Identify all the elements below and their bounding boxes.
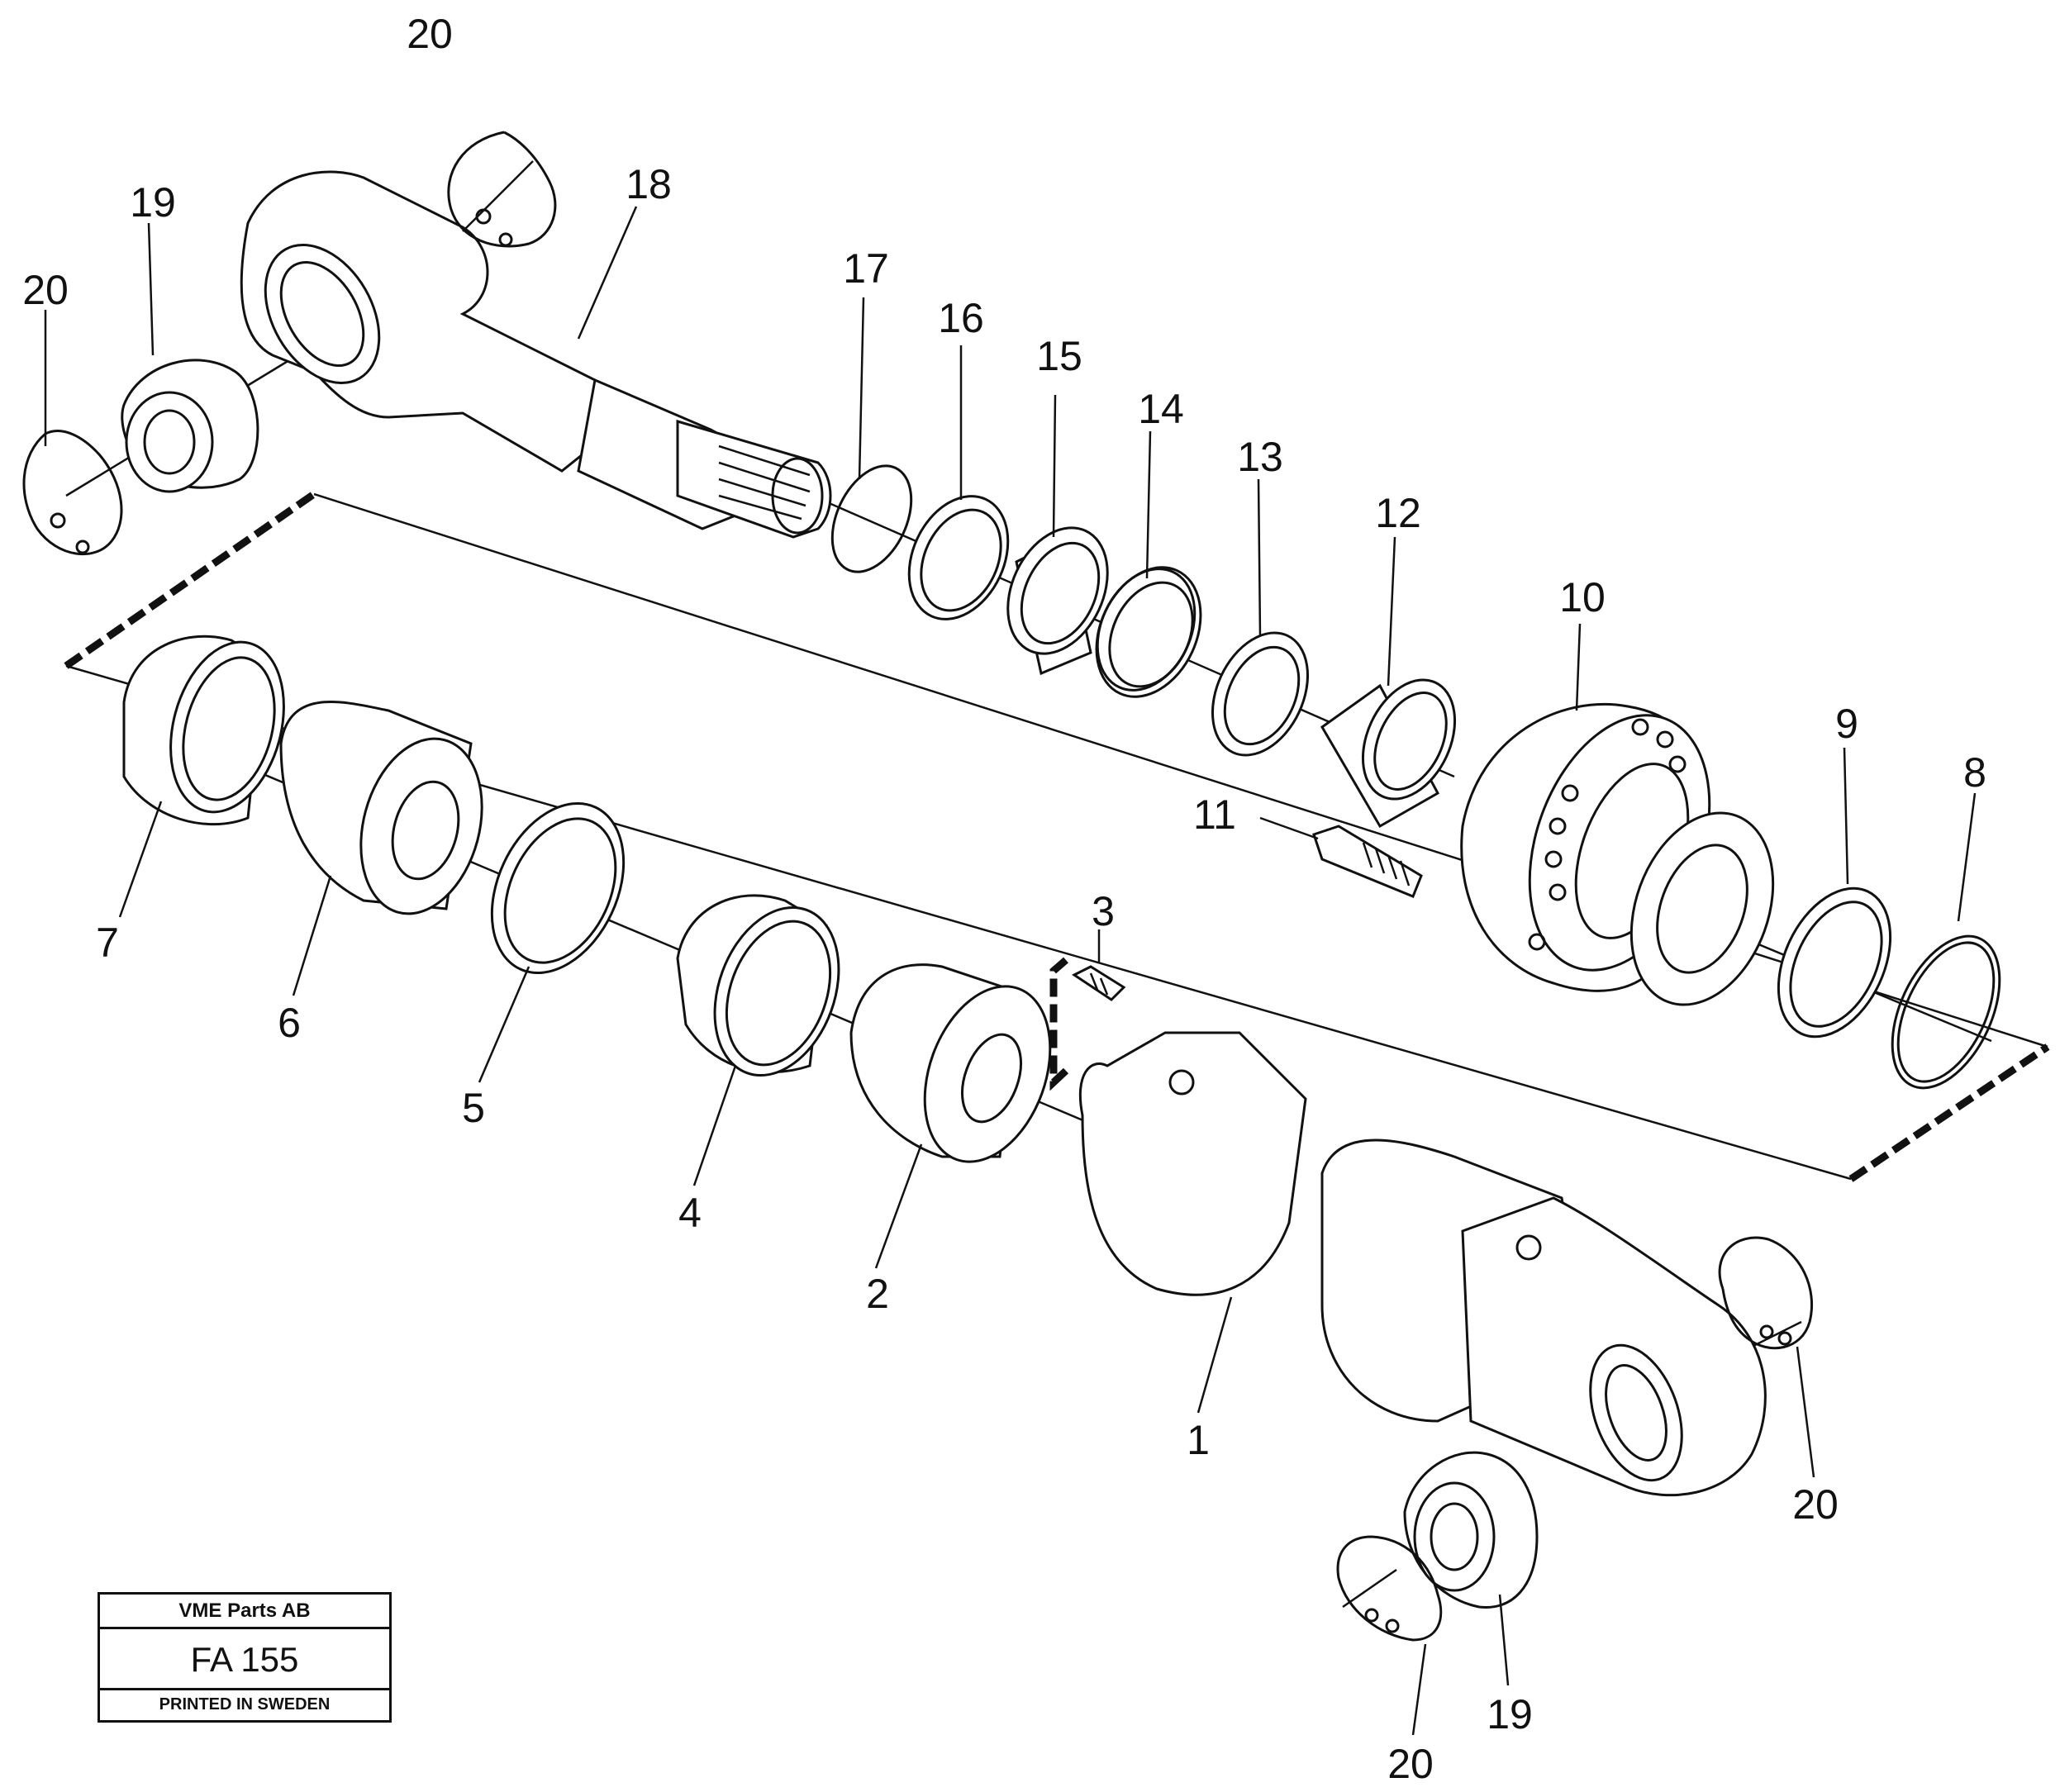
o-ring-part-17: [830, 464, 913, 573]
piston-part-6: [279, 701, 483, 915]
bushing-part-15: [1006, 526, 1109, 676]
seal-part-5: [490, 801, 626, 975]
ring-part-7: [122, 635, 285, 826]
callout-18: 18: [626, 161, 672, 207]
callout-15: 15: [1036, 333, 1082, 379]
bearing-part-19-top: [121, 359, 259, 493]
callout-17: 17: [843, 245, 889, 292]
callout-13: 13: [1237, 434, 1283, 480]
company-name: VME Parts AB: [100, 1595, 389, 1629]
callout-14: 14: [1138, 386, 1184, 432]
screw-part-11: [1312, 825, 1423, 898]
snap-ring-part-20-top: [447, 131, 557, 248]
callout-leaders: [44, 206, 1977, 1736]
callout-11: 11: [1193, 791, 1236, 838]
callout-20-top: 20: [407, 11, 453, 57]
snap-ring-part-20-bottom: [1336, 1535, 1443, 1642]
bearing-part-19-bottom: [1403, 1451, 1539, 1609]
callout-12: 12: [1375, 490, 1421, 536]
callout-3: 3: [1092, 888, 1115, 934]
callout-4: 4: [678, 1190, 702, 1236]
callout-20-right: 20: [1792, 1481, 1839, 1528]
callout-19-bottom: 19: [1487, 1691, 1533, 1737]
callout-20-left: 20: [22, 267, 69, 313]
callout-8: 8: [1963, 749, 1986, 796]
callout-2: 2: [866, 1271, 889, 1317]
assembly-boundary: [64, 491, 2050, 1182]
piston-rod-part-18: [240, 170, 832, 539]
callout-20-bottom: 20: [1387, 1741, 1434, 1787]
bushing-part-4: [676, 894, 840, 1077]
snap-ring-part-20-left: [22, 430, 123, 555]
printed-note: PRINTED IN SWEDEN: [159, 1695, 331, 1714]
set-screw-part-3: [1072, 965, 1126, 1001]
cylinder-tube-part-1: [1078, 1031, 1767, 1497]
ring-part-9: [1777, 886, 1892, 1039]
ring-part-13: [1211, 631, 1310, 757]
seal-part-16: [907, 495, 1010, 620]
callout-labels: 20 19 20 18 17 16 15 14 13 12 10 11 9 8 …: [22, 11, 1986, 1787]
callout-19-top: 19: [130, 179, 176, 226]
callout-9: 9: [1835, 701, 1858, 747]
bushing-part-12: [1320, 678, 1457, 829]
title-block: VME Parts AB FA 155 PRINTED IN SWEDEN: [98, 1592, 392, 1723]
piston-nut-part-2: [849, 963, 1052, 1163]
figure-code: FA 155: [100, 1629, 389, 1690]
callout-10: 10: [1559, 574, 1606, 620]
snap-ring-part-20-right: [1718, 1236, 1814, 1350]
callout-1: 1: [1187, 1417, 1210, 1463]
callout-5: 5: [462, 1085, 485, 1131]
callout-7: 7: [96, 920, 119, 966]
ring-part-8: [1891, 934, 2001, 1090]
cylinder-head-part-10: [1460, 702, 1775, 1006]
callout-16: 16: [938, 295, 984, 341]
callout-6: 6: [278, 1000, 301, 1046]
seal-part-14: [1095, 566, 1202, 698]
